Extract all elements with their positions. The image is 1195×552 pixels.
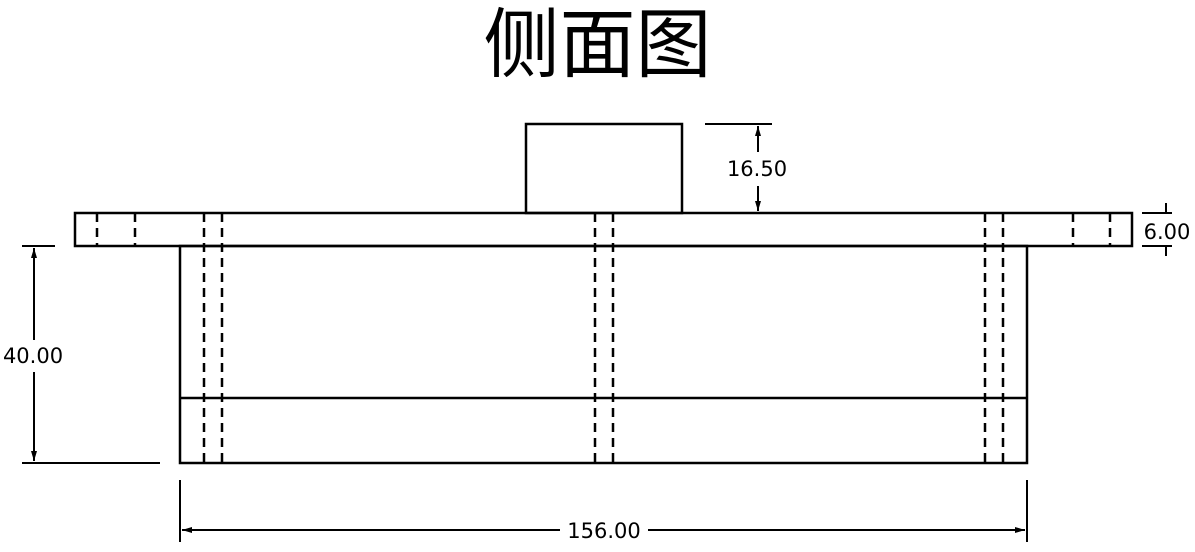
dim-plate-thickness: 6.00	[1144, 220, 1191, 244]
dimension-lines	[22, 123, 1172, 542]
flange-plate	[73, 211, 1134, 248]
dim-body-height: 40.00	[3, 344, 63, 368]
hidden-lines	[95, 213, 1112, 463]
drawing-title: 侧面图	[483, 0, 712, 89]
dim-overall-width: 156.00	[567, 519, 640, 543]
body	[178, 244, 1029, 465]
dim-boss-height: 16.50	[727, 157, 787, 181]
top-boss	[524, 122, 684, 215]
